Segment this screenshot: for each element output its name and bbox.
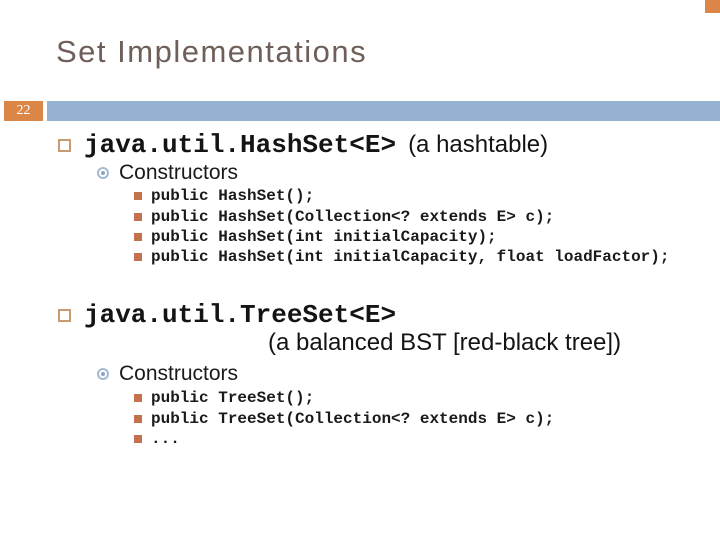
circle-bullet-icon bbox=[97, 368, 109, 380]
code-line: public HashSet(); bbox=[134, 186, 669, 206]
page-number-strip: 22 bbox=[0, 101, 720, 121]
code-bullet-icon bbox=[134, 434, 142, 443]
code-text: public HashSet(Collection<? extends E> c… bbox=[151, 207, 555, 226]
slide-title: Set Implementations bbox=[56, 34, 368, 69]
code-text: ... bbox=[151, 429, 180, 448]
treeset-code-block: public TreeSet(); public TreeSet(Collect… bbox=[134, 388, 554, 449]
hashset-heading-row: java.util.HashSet<E> (a hashtable) bbox=[58, 130, 548, 160]
hashset-constructors-row: Constructors bbox=[97, 161, 238, 185]
circle-bullet-icon bbox=[97, 167, 109, 179]
code-line: public TreeSet(Collection<? extends E> c… bbox=[134, 408, 554, 428]
code-text: public TreeSet(); bbox=[151, 389, 315, 408]
hashset-class-name: java.util.HashSet<E> bbox=[84, 130, 397, 160]
square-bullet-icon bbox=[58, 138, 71, 152]
code-bullet-icon bbox=[134, 414, 142, 423]
code-text: public HashSet(int initialCapacity); bbox=[151, 227, 497, 246]
hashset-constructors-label: Constructors bbox=[119, 161, 239, 184]
code-bullet-icon bbox=[134, 192, 142, 201]
treeset-class-name: java.util.TreeSet<E> bbox=[84, 300, 397, 330]
code-bullet-icon bbox=[134, 212, 142, 221]
hashset-code-block: public HashSet(); public HashSet(Collect… bbox=[134, 186, 669, 268]
treeset-constructors-label: Constructors bbox=[119, 362, 239, 385]
treeset-constructors-row: Constructors bbox=[97, 362, 238, 386]
code-line: ... bbox=[134, 429, 554, 449]
code-line: public TreeSet(); bbox=[134, 388, 554, 408]
code-line: public HashSet(int initialCapacity); bbox=[134, 227, 669, 247]
code-bullet-icon bbox=[134, 232, 142, 241]
square-bullet-icon bbox=[58, 308, 71, 322]
code-bullet-icon bbox=[134, 253, 142, 262]
treeset-heading-row: java.util.TreeSet<E> bbox=[58, 300, 396, 330]
header-accent-bar bbox=[47, 101, 720, 121]
code-text: public HashSet(int initialCapacity, floa… bbox=[151, 248, 670, 267]
code-text: public HashSet(); bbox=[151, 187, 315, 206]
hashset-note: (a hashtable) bbox=[408, 131, 549, 158]
code-line: public HashSet(int initialCapacity, floa… bbox=[134, 247, 669, 267]
corner-accent-square bbox=[705, 0, 720, 13]
page-number-badge: 22 bbox=[4, 101, 43, 121]
code-bullet-icon bbox=[134, 394, 142, 403]
code-text: public TreeSet(Collection<? extends E> c… bbox=[151, 409, 555, 428]
treeset-note: (a balanced BST [red-black tree]) bbox=[268, 329, 622, 356]
code-line: public HashSet(Collection<? extends E> c… bbox=[134, 206, 669, 226]
